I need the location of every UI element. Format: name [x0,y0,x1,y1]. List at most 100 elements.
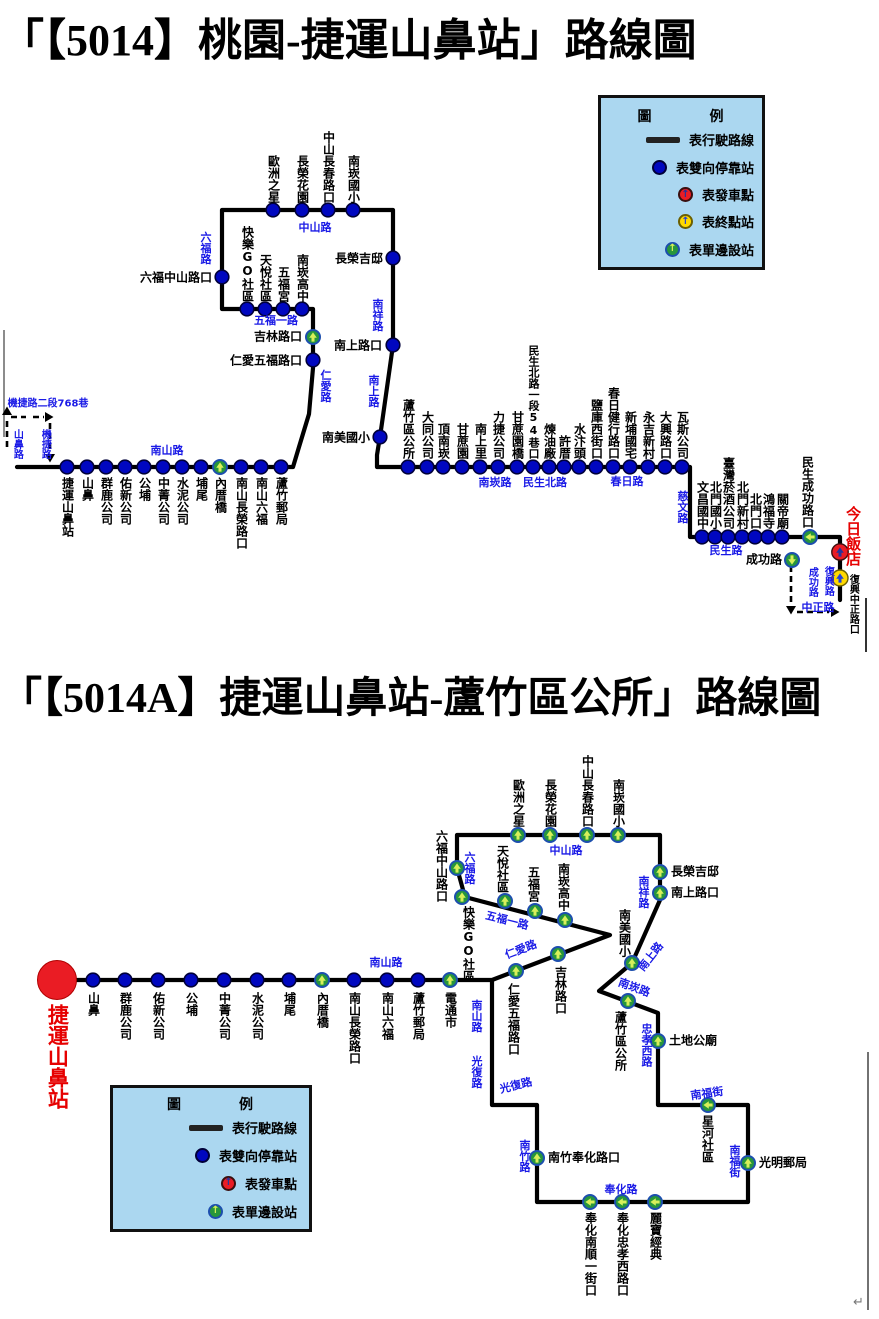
stop-marker-blue [85,972,101,988]
legend-item-label: 表雙向停靠站 [218,1150,297,1166]
blue-stop-icon [194,1148,210,1164]
direction-arrow [45,412,54,422]
legend-item-label: 表發車點 [244,1177,297,1193]
stop-marker-blue [385,250,401,266]
stop-arrow-icon [788,555,796,565]
legend-header-char: 例 [239,1097,253,1113]
stop-arrow-icon [446,975,454,985]
stop-arrow-icon [656,888,664,898]
stop-marker-blue [571,459,587,475]
stop-marker-blue [588,459,604,475]
stop-arrow-icon [836,573,844,583]
blue-stop-icon [651,159,667,175]
legend-item-label: 表單邊設站 [688,243,754,259]
stop-arrow-icon [309,332,317,342]
stop-arrow-icon [624,996,632,1006]
stop-marker-blue [183,972,199,988]
stop-marker-blue [372,429,388,445]
stop-marker-blue [454,459,470,475]
stop-marker-blue [117,459,133,475]
stop-marker-blue [657,459,673,475]
stop-marker-blue [419,459,435,475]
stop-marker-blue [305,352,321,368]
stop-marker-blue [400,459,416,475]
legend-header-char: 例 [709,109,724,125]
stop-marker-blue [509,459,525,475]
direction-arrow [2,406,12,415]
stop-arrow-icon [585,1198,595,1206]
stop-marker-blue [707,529,723,545]
legend-item-label: 表單邊設站 [231,1205,297,1221]
green-stop-icon: ↑ [664,241,680,257]
arrow-glyph: ↑ [681,215,690,227]
stop-marker-blue [720,529,736,545]
legend-row-line: 表行駛路線 [607,126,754,153]
stop-marker-blue [640,459,656,475]
stop-marker-blue [79,459,95,475]
stop-marker-blue [136,459,152,475]
arrow-glyph: ↑ [668,243,677,255]
route-line [54,832,751,1205]
direction-arrow [45,454,55,463]
stop-marker-blue [541,459,557,475]
stop-marker-blue [385,337,401,353]
legend-box-5014: 圖 例表行駛路線表雙向停靠站 ↑ 表發車點 ↑ 表終點站 ↑ 表單邊設站 [598,95,765,270]
stop-marker-blue [294,301,310,317]
legend-item-label: 表行駛路線 [688,134,754,150]
stop-arrow-icon [531,906,539,916]
stop-marker-blue [214,269,230,285]
stop-marker-blue [435,459,451,475]
stop-arrow-icon [703,1101,713,1109]
stop-arrow-icon [512,966,520,976]
stop-arrow-icon [514,830,522,840]
stop-arrow-icon [617,1198,627,1206]
stop-marker-blue [346,972,362,988]
legend-item-label: 表終點站 [701,216,754,232]
legend-row-green: ↑ 表單邊設站 [123,1197,297,1225]
stop-marker-blue [774,529,790,545]
stop-marker-blue [345,202,361,218]
arrow-glyph: ↑ [681,188,690,200]
stop-marker-blue [294,202,310,218]
stop-marker-blue [273,459,289,475]
stop-arrow-icon [533,1153,541,1163]
stop-marker-blue [253,459,269,475]
arrow-glyph: ↑ [211,1205,220,1217]
stop-marker-blue [117,972,133,988]
stop-marker-blue [320,202,336,218]
legend-row-green: ↑ 表單邊設站 [607,236,754,263]
route-line-icon [645,136,680,143]
stop-arrow-icon [654,1036,662,1046]
stop-arrow-icon [561,915,569,925]
stop-arrow-icon [216,462,224,472]
arrow-glyph: ↑ [224,1177,233,1189]
stop-marker-bigred [37,960,77,1000]
stop-marker-blue [59,459,75,475]
stop-marker-blue [747,529,763,545]
stop-arrow-icon [614,830,622,840]
stop-marker-blue [760,529,776,545]
stop-arrow-icon [650,1198,660,1206]
legend-item-label: 表發車點 [701,189,754,205]
green-stop-icon: ↑ [207,1203,223,1219]
stop-arrow-icon [546,830,554,840]
direction-arrow [786,606,796,615]
stop-marker-blue [257,301,273,317]
legend-row-line: 表行駛路線 [123,1114,297,1142]
stop-marker-blue [622,459,638,475]
direction-arrow [831,607,840,617]
stop-marker-blue [556,459,572,475]
stop-arrow-icon [453,863,461,873]
stop-marker-blue [379,972,395,988]
stop-arrow-icon [583,830,591,840]
legend-header-char: 圖 [637,109,652,125]
stop-marker-blue [155,459,171,475]
stop-marker-blue [265,202,281,218]
stop-marker-blue [150,972,166,988]
stop-marker-blue [472,459,488,475]
stop-arrow-icon [656,867,664,877]
stop-marker-blue [275,301,291,317]
legend-item-label: 表雙向停靠站 [675,161,754,177]
